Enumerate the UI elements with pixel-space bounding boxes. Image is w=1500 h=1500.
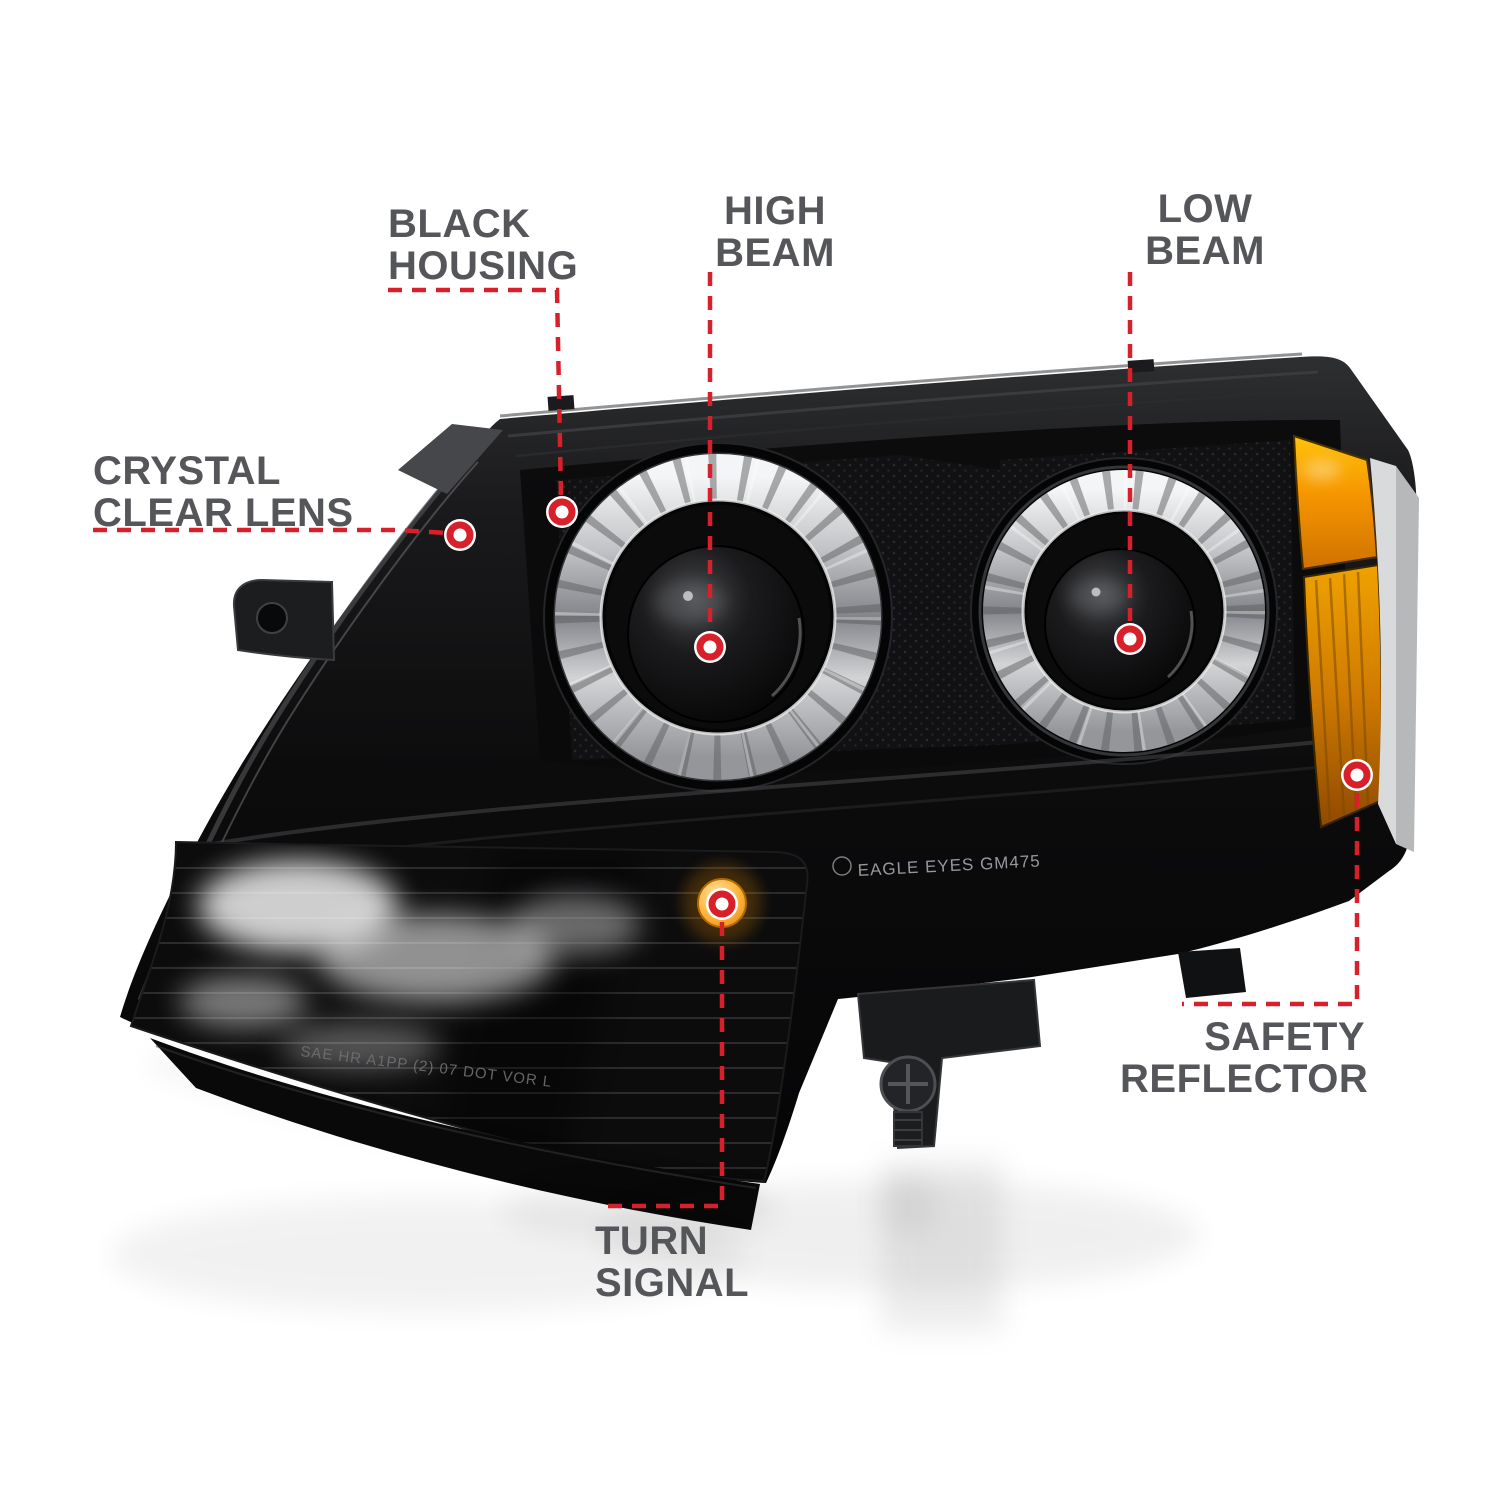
callout-line-black-housing (388, 287, 564, 497)
callout-markers (444, 496, 1373, 920)
callout-marker-black-housing (546, 496, 578, 528)
callout-label-high-beam: HIGH BEAM (700, 190, 850, 275)
callout-marker-safety-reflector (1341, 759, 1373, 791)
side-wall (1396, 466, 1419, 852)
upper-mounting-bracket (398, 424, 503, 494)
side-mounting-tab (232, 578, 336, 662)
callout-marker-crystal-clear-lens (444, 519, 476, 551)
callout-label-safety-reflector: SAFETY REFLECTOR (1120, 1015, 1369, 1102)
label-line: SIGNAL (595, 1261, 750, 1306)
chrome-side-trim (1370, 458, 1401, 844)
callout-lines (93, 272, 1360, 1209)
high-beam-projector (543, 442, 893, 792)
label-line: BLACK (388, 202, 531, 246)
callout-line-turn-signal (601, 922, 725, 1209)
callout-label-crystal-clear-lens: CRYSTAL CLEAR LENS (93, 450, 354, 535)
low-beam-projector (970, 457, 1278, 765)
label-line: LOW (1157, 187, 1253, 231)
callout-label-turn-signal: TURN SIGNAL (595, 1220, 749, 1305)
mounting-bracket (856, 948, 1246, 1150)
label-line: SAFETY (1204, 1015, 1365, 1059)
label-line: BEAM (715, 231, 835, 276)
callout-marker-turn-signal (706, 888, 738, 920)
callout-line-crystal-clear-lens (93, 527, 448, 536)
top-rim-highlight (499, 352, 1303, 418)
callout-marker-high-beam (694, 631, 726, 663)
label-line: HOUSING (388, 244, 579, 289)
label-line: TURN (595, 1219, 709, 1263)
label-line: CRYSTAL (93, 449, 281, 493)
label-line: BEAM (1145, 229, 1265, 274)
callout-label-low-beam: LOW BEAM (1125, 188, 1285, 273)
callout-marker-low-beam (1114, 623, 1146, 655)
label-line: CLEAR LENS (93, 491, 354, 536)
label-line: HIGH (724, 189, 826, 233)
floor-reflection (110, 1051, 1200, 1330)
projector-lens (1044, 548, 1196, 700)
callout-label-black-housing: BLACK HOUSING (388, 203, 578, 288)
label-line: REFLECTOR (1120, 1057, 1369, 1102)
